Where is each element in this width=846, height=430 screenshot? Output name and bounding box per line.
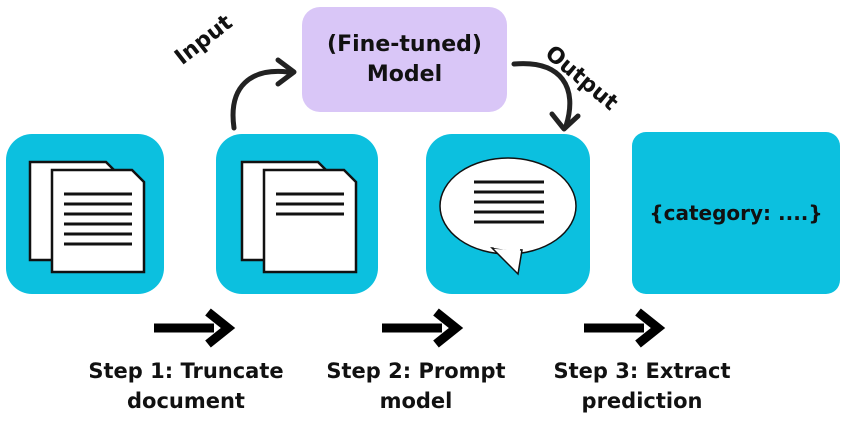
step-2-line1: Step 2: Prompt xyxy=(326,359,506,383)
truncated-documents-icon xyxy=(240,160,358,274)
arrow-right-icon-3 xyxy=(584,308,666,348)
model-box: (Fine-tuned) Model xyxy=(302,7,507,112)
step-1-label: Step 1: Truncate document xyxy=(80,356,292,417)
step-1-line2: document xyxy=(127,389,245,414)
arrow-right-icon-1 xyxy=(154,308,236,348)
documents-icon xyxy=(28,160,146,274)
step-3-line2: prediction xyxy=(581,389,703,414)
arrow-right-icon-2 xyxy=(382,308,464,348)
step-2-label: Step 2: Prompt model xyxy=(318,356,514,417)
step-3-label: Step 3: Extract prediction xyxy=(546,356,738,417)
output-curved-arrow-icon xyxy=(511,61,581,132)
prediction-text: {category: ....} xyxy=(649,201,823,225)
step-3-line1: Step 3: Extract xyxy=(553,359,731,383)
speech-bubble-icon xyxy=(439,157,577,276)
step-2-line2: model xyxy=(379,389,453,414)
model-label-line2: Model xyxy=(366,61,443,87)
prediction-tile: {category: ....} xyxy=(632,132,840,294)
step-1-line1: Step 1: Truncate xyxy=(88,359,284,383)
input-curved-arrow-icon xyxy=(230,57,297,131)
model-label-line1: (Fine-tuned) xyxy=(327,31,482,57)
